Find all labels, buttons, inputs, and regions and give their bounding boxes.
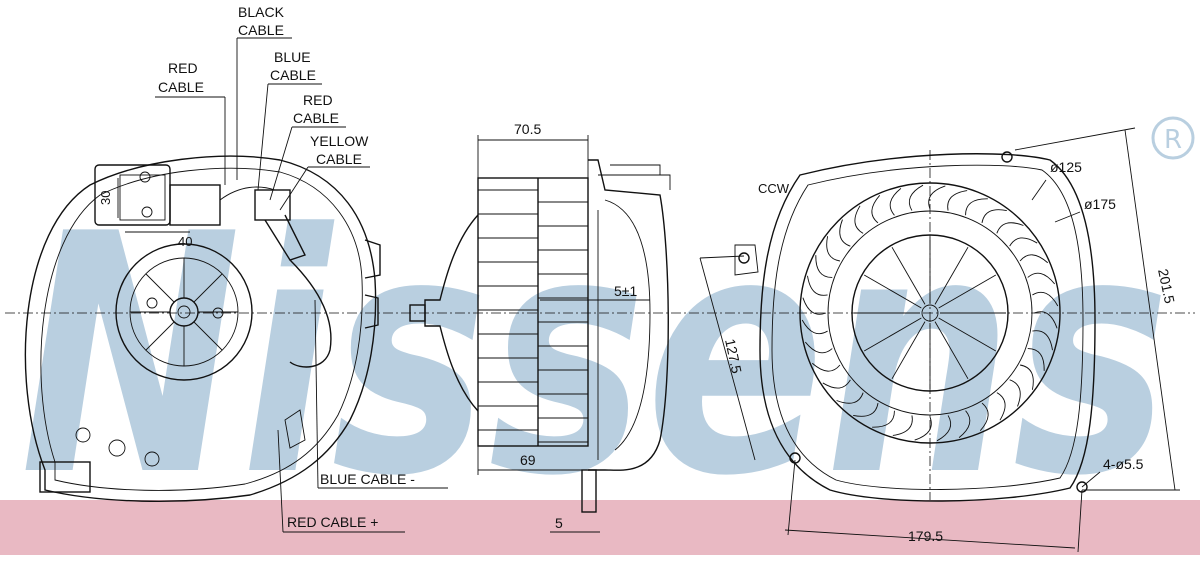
dim-height: 201.5 <box>1155 267 1178 305</box>
dim-holes: 4-ø5.5 <box>1103 456 1144 472</box>
hub-spoke <box>863 274 922 309</box>
dim-outer-diameter: ø175 <box>1084 196 1116 212</box>
impeller-blade <box>928 185 946 210</box>
impeller-blade <box>1032 330 1053 351</box>
dim-connector-width: 40 <box>178 234 192 249</box>
rotation-direction: CCW <box>758 181 790 196</box>
label-blue-cable-top: BLUE CABLE <box>270 49 316 83</box>
label-black-cable: BLACK CABLE <box>238 4 288 38</box>
impeller-blade <box>958 410 971 439</box>
impeller-blade <box>839 219 851 247</box>
dim-tab: 5 <box>555 515 563 531</box>
impeller-blade <box>826 236 841 262</box>
impeller-blade <box>871 194 881 224</box>
impeller-blade <box>1027 348 1045 371</box>
impeller-blade <box>996 392 1006 421</box>
hub-spoke <box>938 317 997 352</box>
label-red-cable-mid: RED CABLE <box>293 92 339 126</box>
impeller-blade <box>979 402 989 432</box>
hub-spoke <box>938 274 997 309</box>
registered-mark-icon <box>1151 116 1195 160</box>
impeller-blade <box>892 415 913 436</box>
impeller-blade <box>965 198 988 216</box>
dim-connector-height: 30 <box>98 191 113 205</box>
impeller-blade <box>996 222 1024 234</box>
impeller-blade <box>815 255 833 278</box>
label-red-cable-top: RED CABLE <box>158 60 204 95</box>
impeller-blade <box>1009 379 1021 407</box>
impeller-blade <box>1027 272 1056 285</box>
dim-top-width: 70.5 <box>514 121 541 137</box>
middle-view: 70.5 69 5±1 5 <box>409 121 671 533</box>
label-red-cable-plus: RED CABLE + <box>287 514 378 530</box>
impeller-blade <box>936 415 952 442</box>
impeller-blade <box>801 319 828 335</box>
hub-spoke <box>891 321 926 380</box>
impeller-blade <box>1019 254 1049 264</box>
impeller-blade <box>811 362 841 372</box>
dim-offset: 5±1 <box>614 283 637 299</box>
dim-inner-diameter: ø125 <box>1050 159 1082 175</box>
dim-width: 179.5 <box>908 528 943 544</box>
hub-spoke <box>934 246 969 305</box>
impeller-blade <box>914 416 932 441</box>
impeller-blade <box>822 379 851 389</box>
dim-bottom-width: 69 <box>520 452 536 468</box>
right-view: CCW ø125 ø175 201.5 127.5 4-ø5.5 179.5 <box>699 127 1180 553</box>
impeller-blade <box>981 209 1007 224</box>
label-blue-cable-minus: BLUE CABLE - <box>320 471 415 487</box>
label-yellow-cable: YELLOW CABLE <box>310 133 372 167</box>
impeller-blade <box>1032 291 1059 307</box>
impeller-blade <box>853 402 879 417</box>
dim-side: 127.5 <box>722 337 745 375</box>
impeller-blade <box>1033 311 1058 329</box>
impeller-blade <box>836 392 864 404</box>
watermark-logo: Nissens <box>20 164 1170 548</box>
impeller-blade <box>908 184 924 211</box>
pink-band <box>0 500 1200 555</box>
impeller-blade <box>1009 237 1038 247</box>
impeller-blade <box>807 275 828 296</box>
impeller-blade <box>872 410 895 428</box>
registered-mark: R <box>1164 125 1182 155</box>
impeller-blade <box>889 187 902 216</box>
left-view: 30 40 BLACK CABLE RED CABLE <box>24 4 448 533</box>
impeller-blade <box>854 205 864 234</box>
impeller-blade <box>804 341 833 354</box>
impeller-blade <box>947 190 968 211</box>
hub-spoke <box>863 317 922 352</box>
hub-spoke <box>934 321 969 380</box>
impeller-blade <box>1019 364 1034 390</box>
impeller-blade <box>802 297 827 315</box>
hub-spoke <box>891 246 926 305</box>
